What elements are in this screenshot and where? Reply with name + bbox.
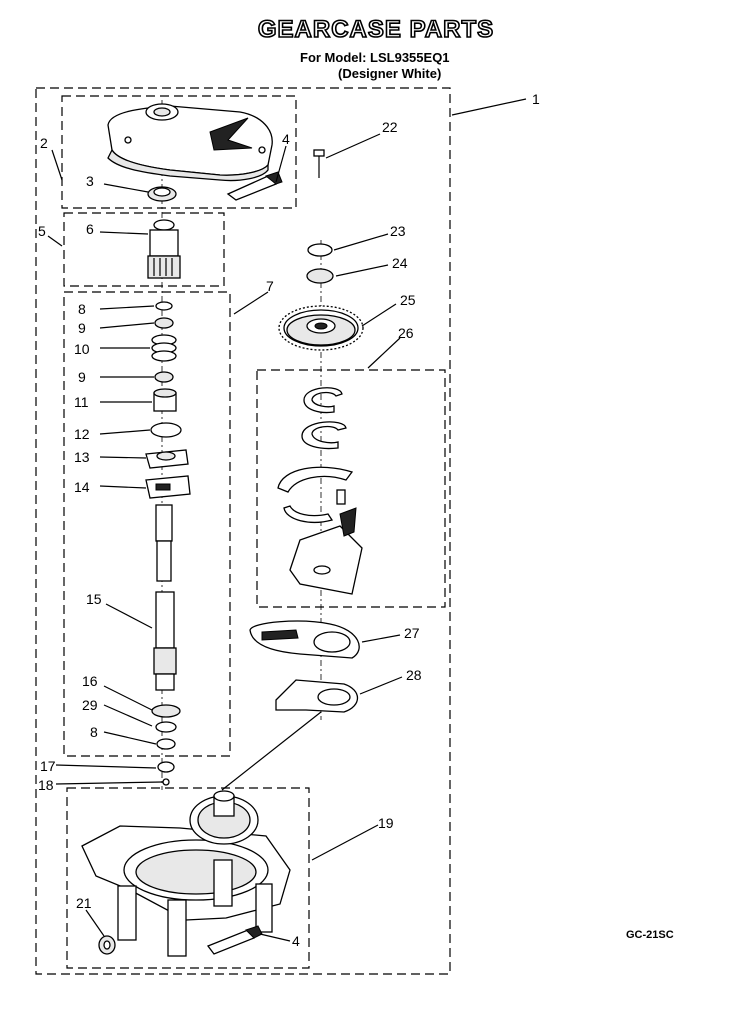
retaining-ring-bottom <box>156 738 176 750</box>
bearing-ring <box>150 422 182 438</box>
edition-line: (Designer White) <box>338 66 442 81</box>
callout-7: 7 <box>266 278 274 294</box>
page-title: GEARCASE PARTS <box>257 15 495 44</box>
spring <box>151 334 177 362</box>
screw <box>313 149 325 178</box>
thrust-washer <box>151 704 181 718</box>
callout-10: 10 <box>74 341 90 357</box>
callout-8-bottom: 8 <box>90 724 98 740</box>
callout-17: 17 <box>40 758 56 774</box>
washer-right <box>306 268 334 284</box>
cam-group-box <box>256 369 446 608</box>
model-line: For Model: LSL9355EQ1 <box>300 50 450 65</box>
callout-19: 19 <box>378 815 394 831</box>
grease-tube-bottom <box>206 925 263 955</box>
callout-18: 18 <box>38 777 54 793</box>
link-line <box>221 711 322 791</box>
callout-22: 22 <box>382 119 398 135</box>
callout-9-top: 9 <box>78 320 86 336</box>
seal-lower <box>157 761 175 773</box>
callout-4-top: 4 <box>282 131 290 147</box>
gearcase <box>81 790 291 957</box>
clutch <box>153 388 177 412</box>
callout-23: 23 <box>390 223 406 239</box>
callout-9-lower: 9 <box>78 369 86 385</box>
leader-lines <box>47 98 527 942</box>
callout-13: 13 <box>74 449 90 465</box>
pinion <box>147 219 181 279</box>
case-group-box <box>66 787 310 969</box>
callout-14: 14 <box>74 479 90 495</box>
seal <box>147 186 177 202</box>
callout-5: 5 <box>38 223 46 239</box>
spacer-ring <box>155 721 177 733</box>
callout-28: 28 <box>406 667 422 683</box>
callout-25: 25 <box>400 292 416 308</box>
callout-3: 3 <box>86 173 94 189</box>
callout-16: 16 <box>82 673 98 689</box>
drive-gear <box>278 305 364 351</box>
shift-lever <box>249 620 360 659</box>
callout-11: 11 <box>74 394 89 410</box>
ball <box>162 778 170 786</box>
drive-shaft <box>153 504 177 691</box>
callout-27: 27 <box>404 625 420 641</box>
callout-1: 1 <box>532 91 540 107</box>
washer-top <box>154 317 174 329</box>
callout-26: 26 <box>398 325 414 341</box>
callout-8-top: 8 <box>78 301 86 317</box>
callout-12: 12 <box>74 426 90 442</box>
callout-21: 21 <box>76 895 92 911</box>
assembly-outline-box <box>35 87 451 975</box>
callout-24: 24 <box>392 255 408 271</box>
diagram-code: GC-21SC <box>626 929 674 941</box>
shaft-group-box <box>63 291 231 757</box>
callout-15: 15 <box>86 591 102 607</box>
cam-assembly <box>277 387 363 595</box>
bracket <box>275 679 359 713</box>
pinion-group-box <box>63 212 225 287</box>
washer-21 <box>98 935 116 955</box>
washer-lower <box>154 371 174 383</box>
callout-4-bottom: 4 <box>292 933 300 949</box>
gearcase-cover <box>107 103 273 182</box>
retaining-ring-top <box>155 301 173 311</box>
callout-29: 29 <box>82 697 98 713</box>
callout-2: 2 <box>40 135 48 151</box>
snap-ring <box>307 243 333 257</box>
cover-group-box <box>61 95 297 209</box>
callout-6: 6 <box>86 221 94 237</box>
cam-actuator <box>145 449 189 469</box>
shift-fork <box>145 475 191 499</box>
